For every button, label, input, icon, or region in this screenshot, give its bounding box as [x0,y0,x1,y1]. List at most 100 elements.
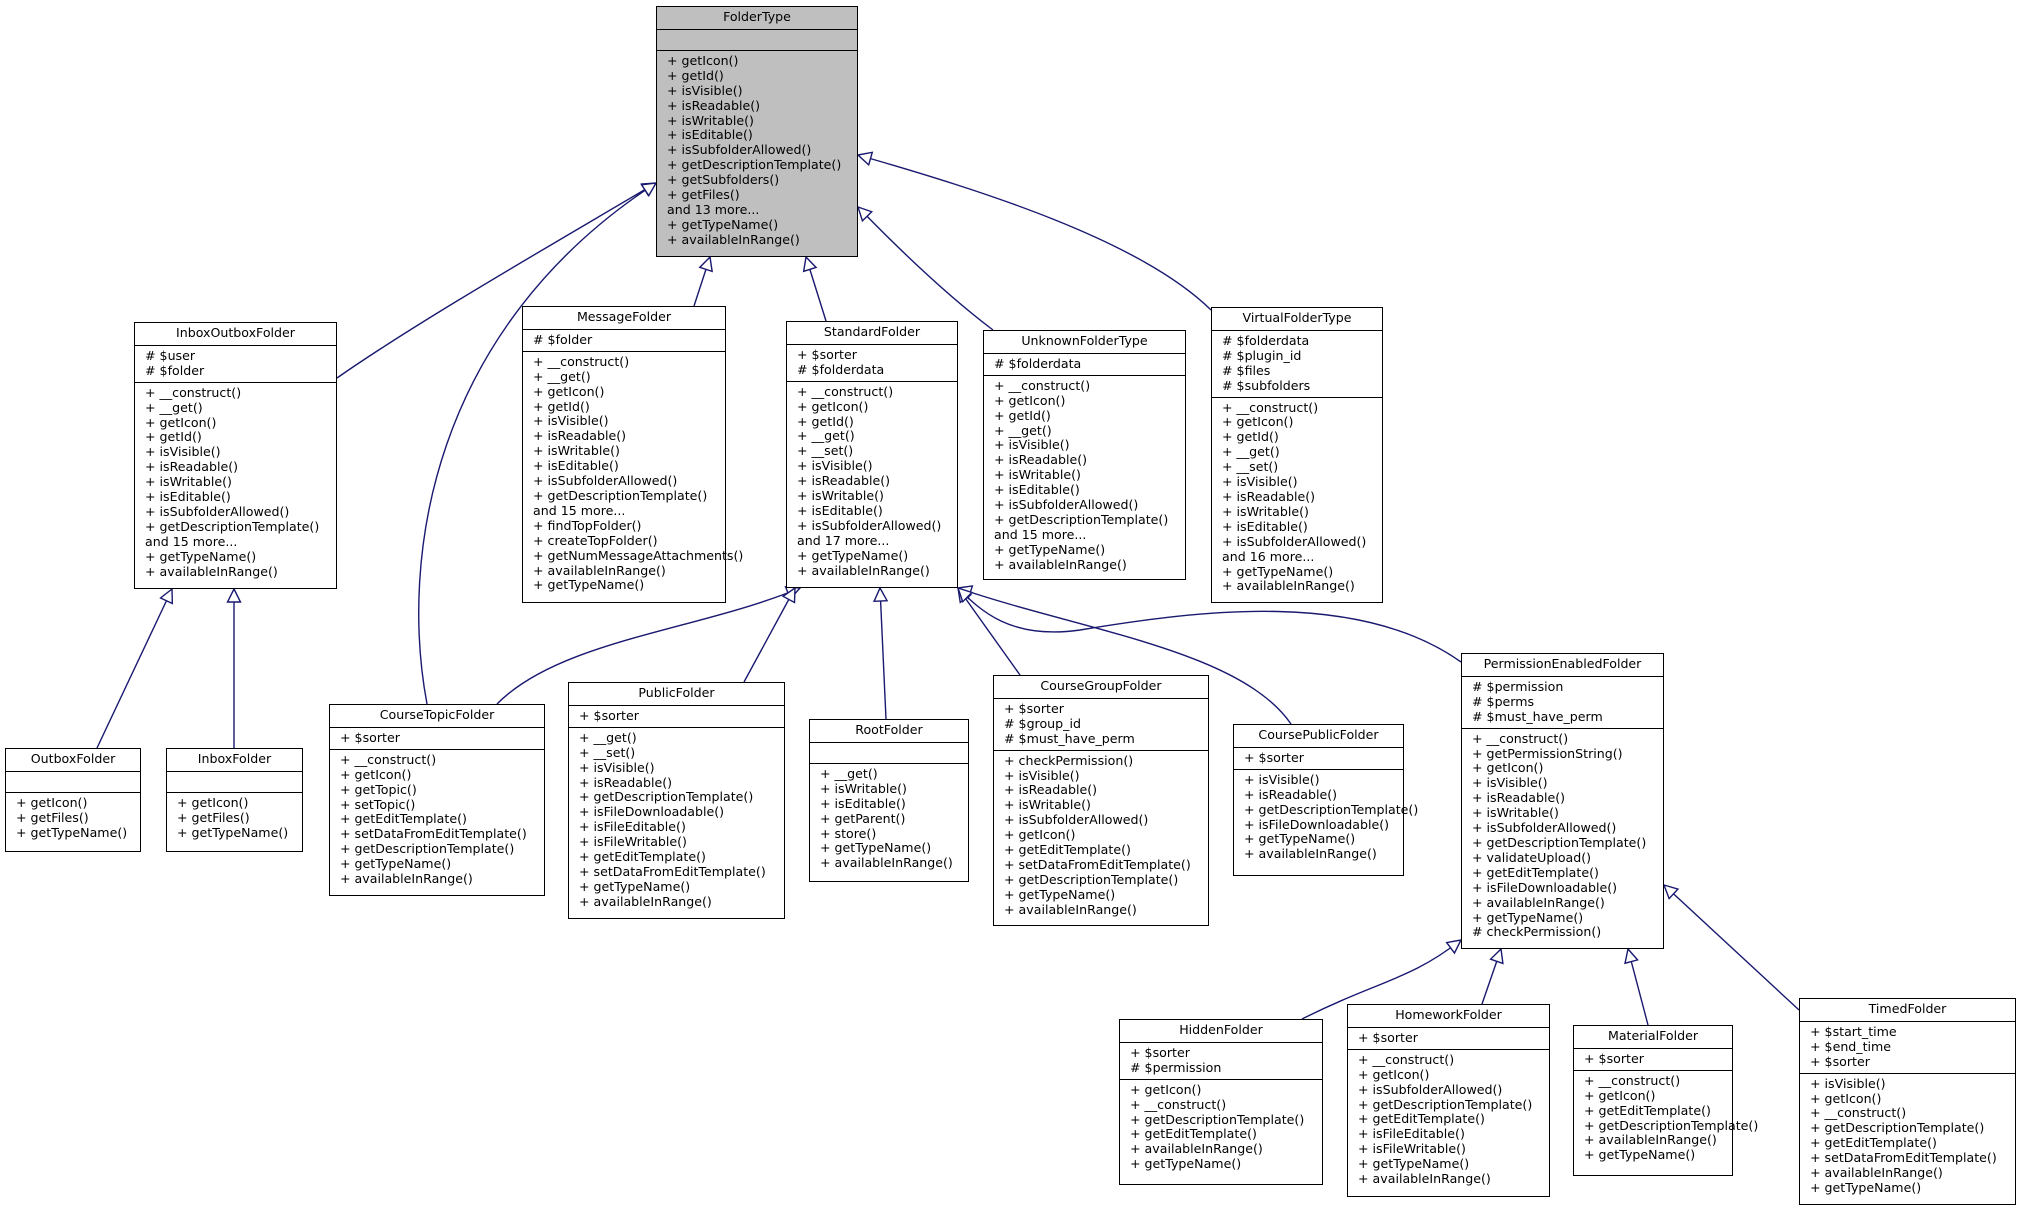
class-box-InboxFolder[interactable]: InboxFolder+ getIcon()+ getFiles()+ getT… [166,748,303,852]
class-box-PermissionEnabledFolder[interactable]: PermissionEnabledFolder# $permission# $p… [1461,653,1664,949]
attribute: + $sorter [1004,700,1064,716]
attribute: # $must_have_perm [1004,730,1135,746]
class-attributes [657,28,857,50]
method: + availableInRange() [1130,1141,1263,1157]
method: + isFileDownloadable() [1472,879,1618,895]
method: + getDescriptionTemplate() [1244,801,1419,817]
attribute: # $permission [1472,678,1564,694]
method: + getFiles() [177,809,250,825]
method: + availableInRange() [797,562,930,578]
attribute: # $group_id [1004,715,1081,731]
edge-PublicFolder-to-StandardFolder [743,586,796,683]
class-box-CourseGroupFolder[interactable]: CourseGroupFolder+ $sorter# $group_id# $… [993,675,1209,926]
attribute: # $folderdata [1222,332,1310,348]
method: + getTypeName() [1130,1156,1242,1172]
method: + getTypeName() [667,216,779,232]
class-attributes: + $sorter [1234,746,1403,769]
class-box-StandardFolder[interactable]: StandardFolder+ $sorter# $folderdata+ __… [786,321,958,588]
edge-MaterialFolder-to-PermissionEnabledFolder [1624,947,1649,1026]
method: + availableInRange() [579,893,712,909]
class-box-CoursePublicFolder[interactable]: CoursePublicFolder+ $sorter+ isVisible()… [1233,724,1419,876]
method: + isVisible() [797,458,873,474]
method: + isReadable() [579,774,673,790]
method: + isSubfolderAllowed() [1472,820,1617,836]
method: + isWritable() [1472,805,1559,821]
class-box-HomeworkFolder[interactable]: HomeworkFolder+ $sorter+ __construct()+ … [1347,1004,1550,1197]
class-attributes: # $folder [523,328,725,351]
method: + getIcon() [797,398,869,414]
method: + __construct() [145,384,242,400]
method: + isSubfolderAllowed() [1222,533,1367,549]
method: + __construct() [1810,1105,1907,1121]
method: + getIcon() [177,794,249,810]
class-box-MessageFolder[interactable]: MessageFolder# $folder+ __construct()+ _… [522,306,743,603]
method: + isEditable() [820,795,906,811]
class-name: InboxOutboxFolder [176,325,295,340]
edge-line [1663,884,1800,1011]
class-box-InboxOutboxFolder[interactable]: InboxOutboxFolder# $user# $folder+ __con… [134,322,337,589]
method: + isVisible() [579,759,655,775]
method: + getEditTemplate() [1472,864,1599,880]
class-name: UnknownFolderType [1021,333,1148,348]
edge-line [743,587,796,683]
class-box-RootFolder[interactable]: RootFolder+ __get()+ isWritable()+ isEdi… [809,719,969,882]
method: + getId() [797,413,854,429]
method: + availableInRange() [1358,1171,1491,1187]
class-box-PublicFolder[interactable]: PublicFolder+ $sorter+ __get()+ __set()+… [568,682,785,919]
method: + __construct() [1358,1051,1455,1067]
more-members-note: and 15 more... [994,526,1087,542]
method: + __construct() [533,353,630,369]
attribute: + $sorter [1358,1029,1418,1045]
class-name: FolderType [723,9,791,24]
method: + availableInRange() [1810,1165,1943,1181]
method: + isEditable() [667,127,753,143]
method: + getEditTemplate() [1810,1135,1937,1151]
class-box-CourseTopicFolder[interactable]: CourseTopicFolder+ $sorter+ __construct(… [329,704,545,896]
inheritance-arrowhead [1489,947,1504,965]
method: + isWritable() [994,467,1081,483]
method: + isSubfolderAllowed() [533,473,678,489]
more-members-note: and 15 more... [145,533,238,549]
class-box-TimedFolder[interactable]: TimedFolder+ $start_time+ $end_time+ $so… [1799,998,2016,1205]
method: + isReadable() [1472,790,1566,806]
method: + getEditTemplate() [1584,1102,1711,1118]
class-box-UnknownFolderType[interactable]: UnknownFolderType # $folderdata + __constr… [983,330,1186,580]
edge-CourseGroupFolder-to-StandardFolder [957,586,1021,676]
method: + getDescriptionTemplate() [1584,1117,1759,1133]
class-box-FolderType[interactable]: FolderType+ getIcon()+ getId()+ isVisibl… [656,6,858,257]
method: + checkPermission() [1004,752,1134,768]
class-attributes: + $sorter [1574,1047,1732,1070]
method: + getFiles() [16,809,89,825]
method: + getId() [1222,429,1279,445]
method: + getParent() [820,810,906,826]
class-attributes [6,770,140,792]
edge-line [857,206,994,331]
edge-line [336,182,657,379]
class-name: StandardFolder [823,324,921,339]
method: + getTypeName() [16,824,128,840]
method: + getEditTemplate() [1358,1111,1485,1127]
class-box-OutboxFolder[interactable]: OutboxFolder+ getIcon()+ getFiles()+ get… [5,748,141,852]
method: + isSubfolderAllowed() [797,517,942,533]
edge-CourseTopicFolder-to-FolderType [418,182,658,705]
class-box-VirtualFolderType[interactable]: VirtualFolderType# $folderdata# $plugin_… [1211,307,1383,603]
attribute: # $folderdata [994,355,1082,371]
inheritance-arrowhead [781,586,796,604]
method: + getFiles() [667,187,740,203]
inheritance-arrowhead [873,586,889,603]
class-methods: + __construct()+ getPermissionString()+ … [1462,727,1663,944]
class-attributes: # $folderdata# $plugin_id# $files# $subf… [1212,329,1382,397]
attribute: # $folder [145,362,205,378]
edge-line [957,587,1292,725]
method: + getTypeName() [820,840,932,856]
method: + getTypeName() [797,547,909,563]
method: + getId() [667,67,724,83]
class-box-MaterialFolder[interactable]: MaterialFolder+ $sorter+ __construct()+ … [1573,1025,1759,1176]
attribute: # $files [1222,362,1271,378]
method: + getDescriptionTemplate() [1472,834,1647,850]
method: + getIcon() [16,794,88,810]
method: + getId() [533,398,590,414]
method: + __construct() [994,377,1091,393]
method: + isSubfolderAllowed() [667,142,812,158]
class-box-HiddenFolder[interactable]: HiddenFolder+ $sorter# $permission+ getI… [1119,1019,1323,1185]
